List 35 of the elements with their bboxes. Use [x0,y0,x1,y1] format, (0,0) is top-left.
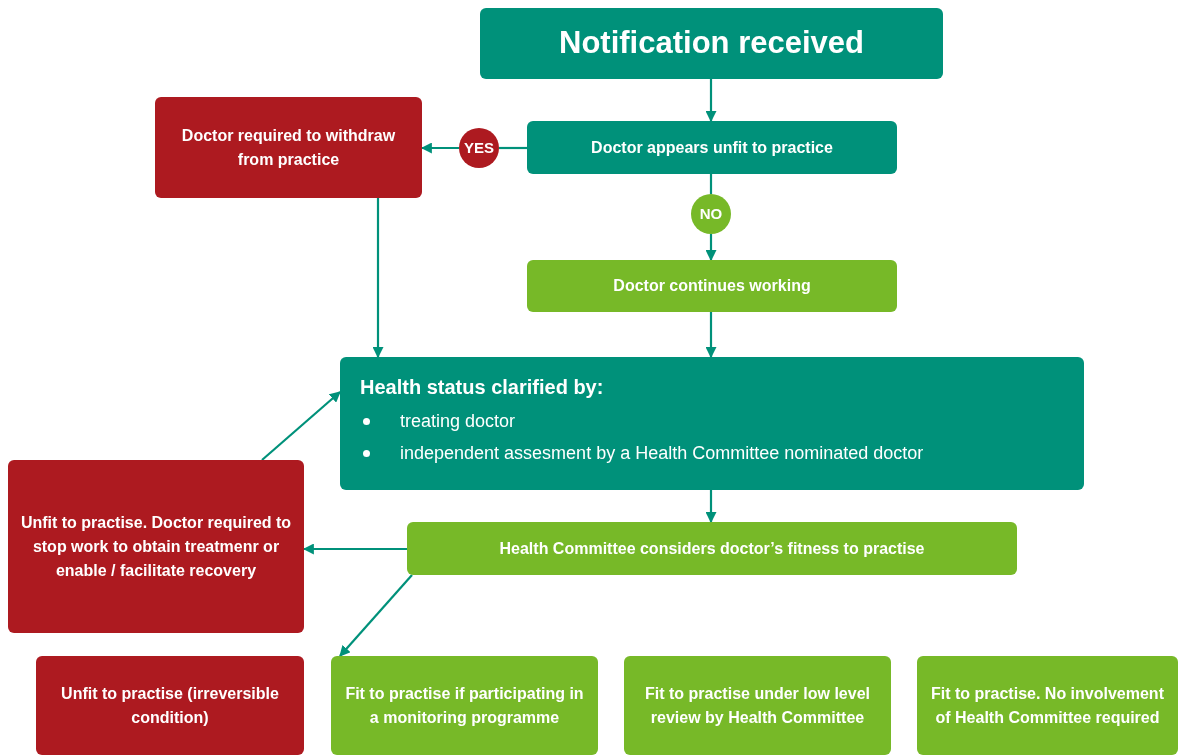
process-box [527,260,897,312]
process-box [917,656,1178,755]
arrow [705,79,717,123]
process-box [331,656,598,755]
process-box [155,97,422,198]
box-label: Fit to practise. No involvement of Health Committee required [930,683,1165,728]
arrow [705,490,717,524]
process-box [36,656,304,755]
box-label: Doctor continues working [613,276,811,296]
process-box [8,460,304,633]
box-label: Fit to practise if participating in a monitoring programme [344,683,585,728]
bullet-item: treating doctor [400,410,516,433]
arrow [705,312,717,359]
box-label: Unfit to practise. Doctor required to stop work to obtain treatmenr or enable / facilitate recovery [19,512,293,581]
box-label: Fit to practise under low level review by Health Committee [644,683,871,728]
connector-line [709,174,713,194]
box-label: Doctor required to withdraw from practice [180,125,397,170]
box-label: Doctor appears unfit to practice [591,137,833,158]
arrow [302,543,407,555]
arrow [420,142,459,154]
arrow [372,198,384,359]
connector-line [499,146,527,150]
box-label: Unfit to practise (irreversible condition) [60,683,280,728]
process-box [480,8,943,79]
arrow [339,574,413,657]
bullet-item: independent assesment by a Health Committee nominated doctor [400,442,924,465]
box-label: Health Committee considers doctor’s fitness to practise [499,538,925,559]
process-box [340,357,1084,490]
arrow [261,391,341,461]
box-heading: Health status clarified by: [360,375,605,400]
process-box [407,522,1017,575]
arrow [705,234,717,262]
process-box [624,656,891,755]
process-box [527,121,897,174]
box-label: Notification received [559,24,864,63]
